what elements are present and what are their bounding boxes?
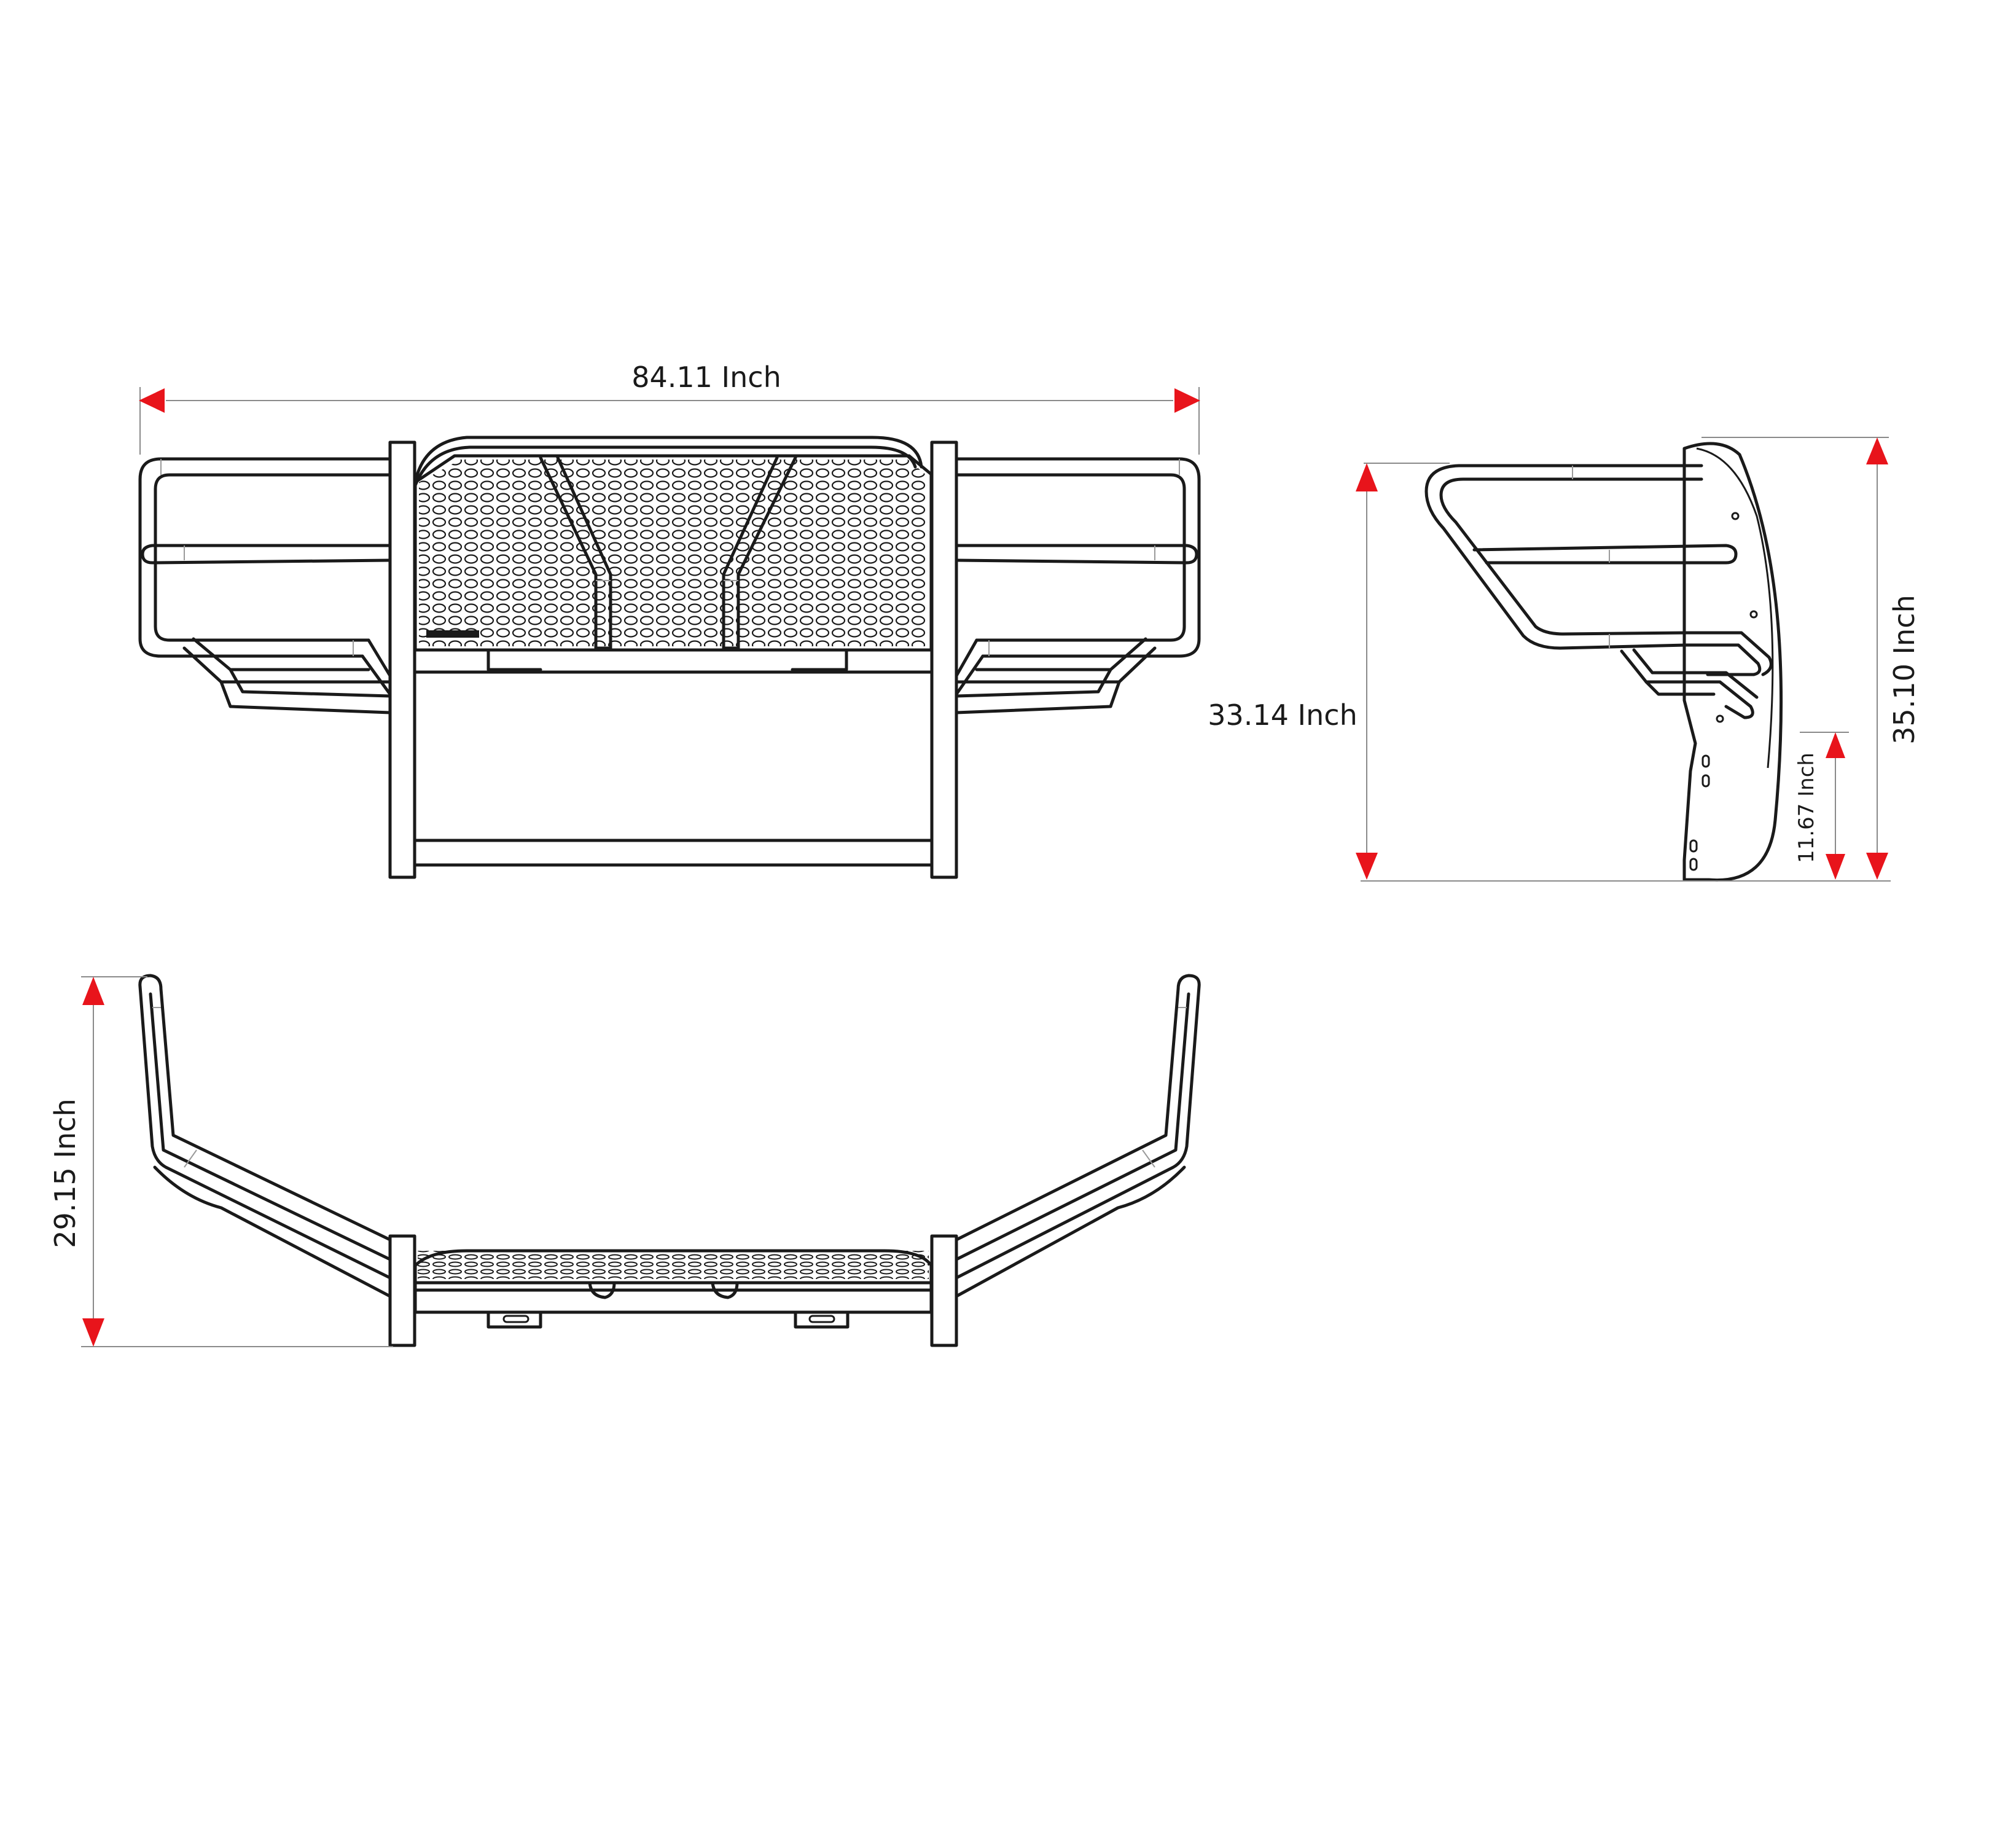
- arrow-down: [1826, 854, 1845, 880]
- total-height-dimension: 35.10 Inch: [1701, 437, 1921, 880]
- width-label: 84.11 Inch: [631, 361, 781, 394]
- arrow-up: [82, 977, 104, 1005]
- side-view: 33.14 Inch 11.67 Inch 35.10 Inch: [1208, 437, 1921, 882]
- lower-height-label: 11.67 Inch: [1794, 753, 1819, 863]
- side-mounting-plate: [1682, 442, 1783, 882]
- lower-crossbar: [413, 839, 934, 867]
- side-height-dimension: 33.14 Inch: [1208, 463, 1450, 880]
- total-height-label: 35.10 Inch: [1888, 595, 1921, 744]
- arrow-up: [1826, 732, 1845, 758]
- mesh-panel: [413, 454, 933, 652]
- left-upright: [388, 440, 416, 879]
- top-left-upright: [388, 1234, 416, 1347]
- top-hoop: [413, 436, 923, 484]
- arrow-down: [1356, 853, 1378, 880]
- left-wing: [138, 457, 392, 714]
- arrow-down: [1866, 853, 1888, 880]
- lower-height-dimension: 11.67 Inch: [1794, 732, 1849, 880]
- arrow-right: [1174, 388, 1200, 413]
- right-upright: [930, 440, 958, 879]
- top-right-upright: [930, 1234, 958, 1347]
- arrow-left: [139, 388, 165, 413]
- arrow-up: [1356, 463, 1378, 491]
- badge-plate: [426, 630, 479, 638]
- arrow-up: [1866, 437, 1888, 464]
- right-wing: [955, 457, 1201, 714]
- side-tubes: [1424, 464, 1773, 719]
- depth-dimension: 29.15 Inch: [49, 976, 393, 1347]
- top-left-arm: [138, 974, 392, 1298]
- top-center-panel: [413, 1249, 933, 1314]
- depth-label: 29.15 Inch: [49, 1098, 82, 1248]
- front-view: 84.11 Inch: [138, 361, 1201, 879]
- top-view: 29.15 Inch: [49, 974, 1201, 1347]
- bottom-brackets: [486, 649, 848, 671]
- top-brackets: [486, 1310, 850, 1329]
- side-height-label: 33.14 Inch: [1208, 698, 1357, 732]
- arrow-down: [82, 1318, 104, 1347]
- diagonal-bars: [539, 456, 797, 650]
- width-dimension: 84.11 Inch: [139, 361, 1200, 455]
- top-right-arm: [955, 974, 1201, 1298]
